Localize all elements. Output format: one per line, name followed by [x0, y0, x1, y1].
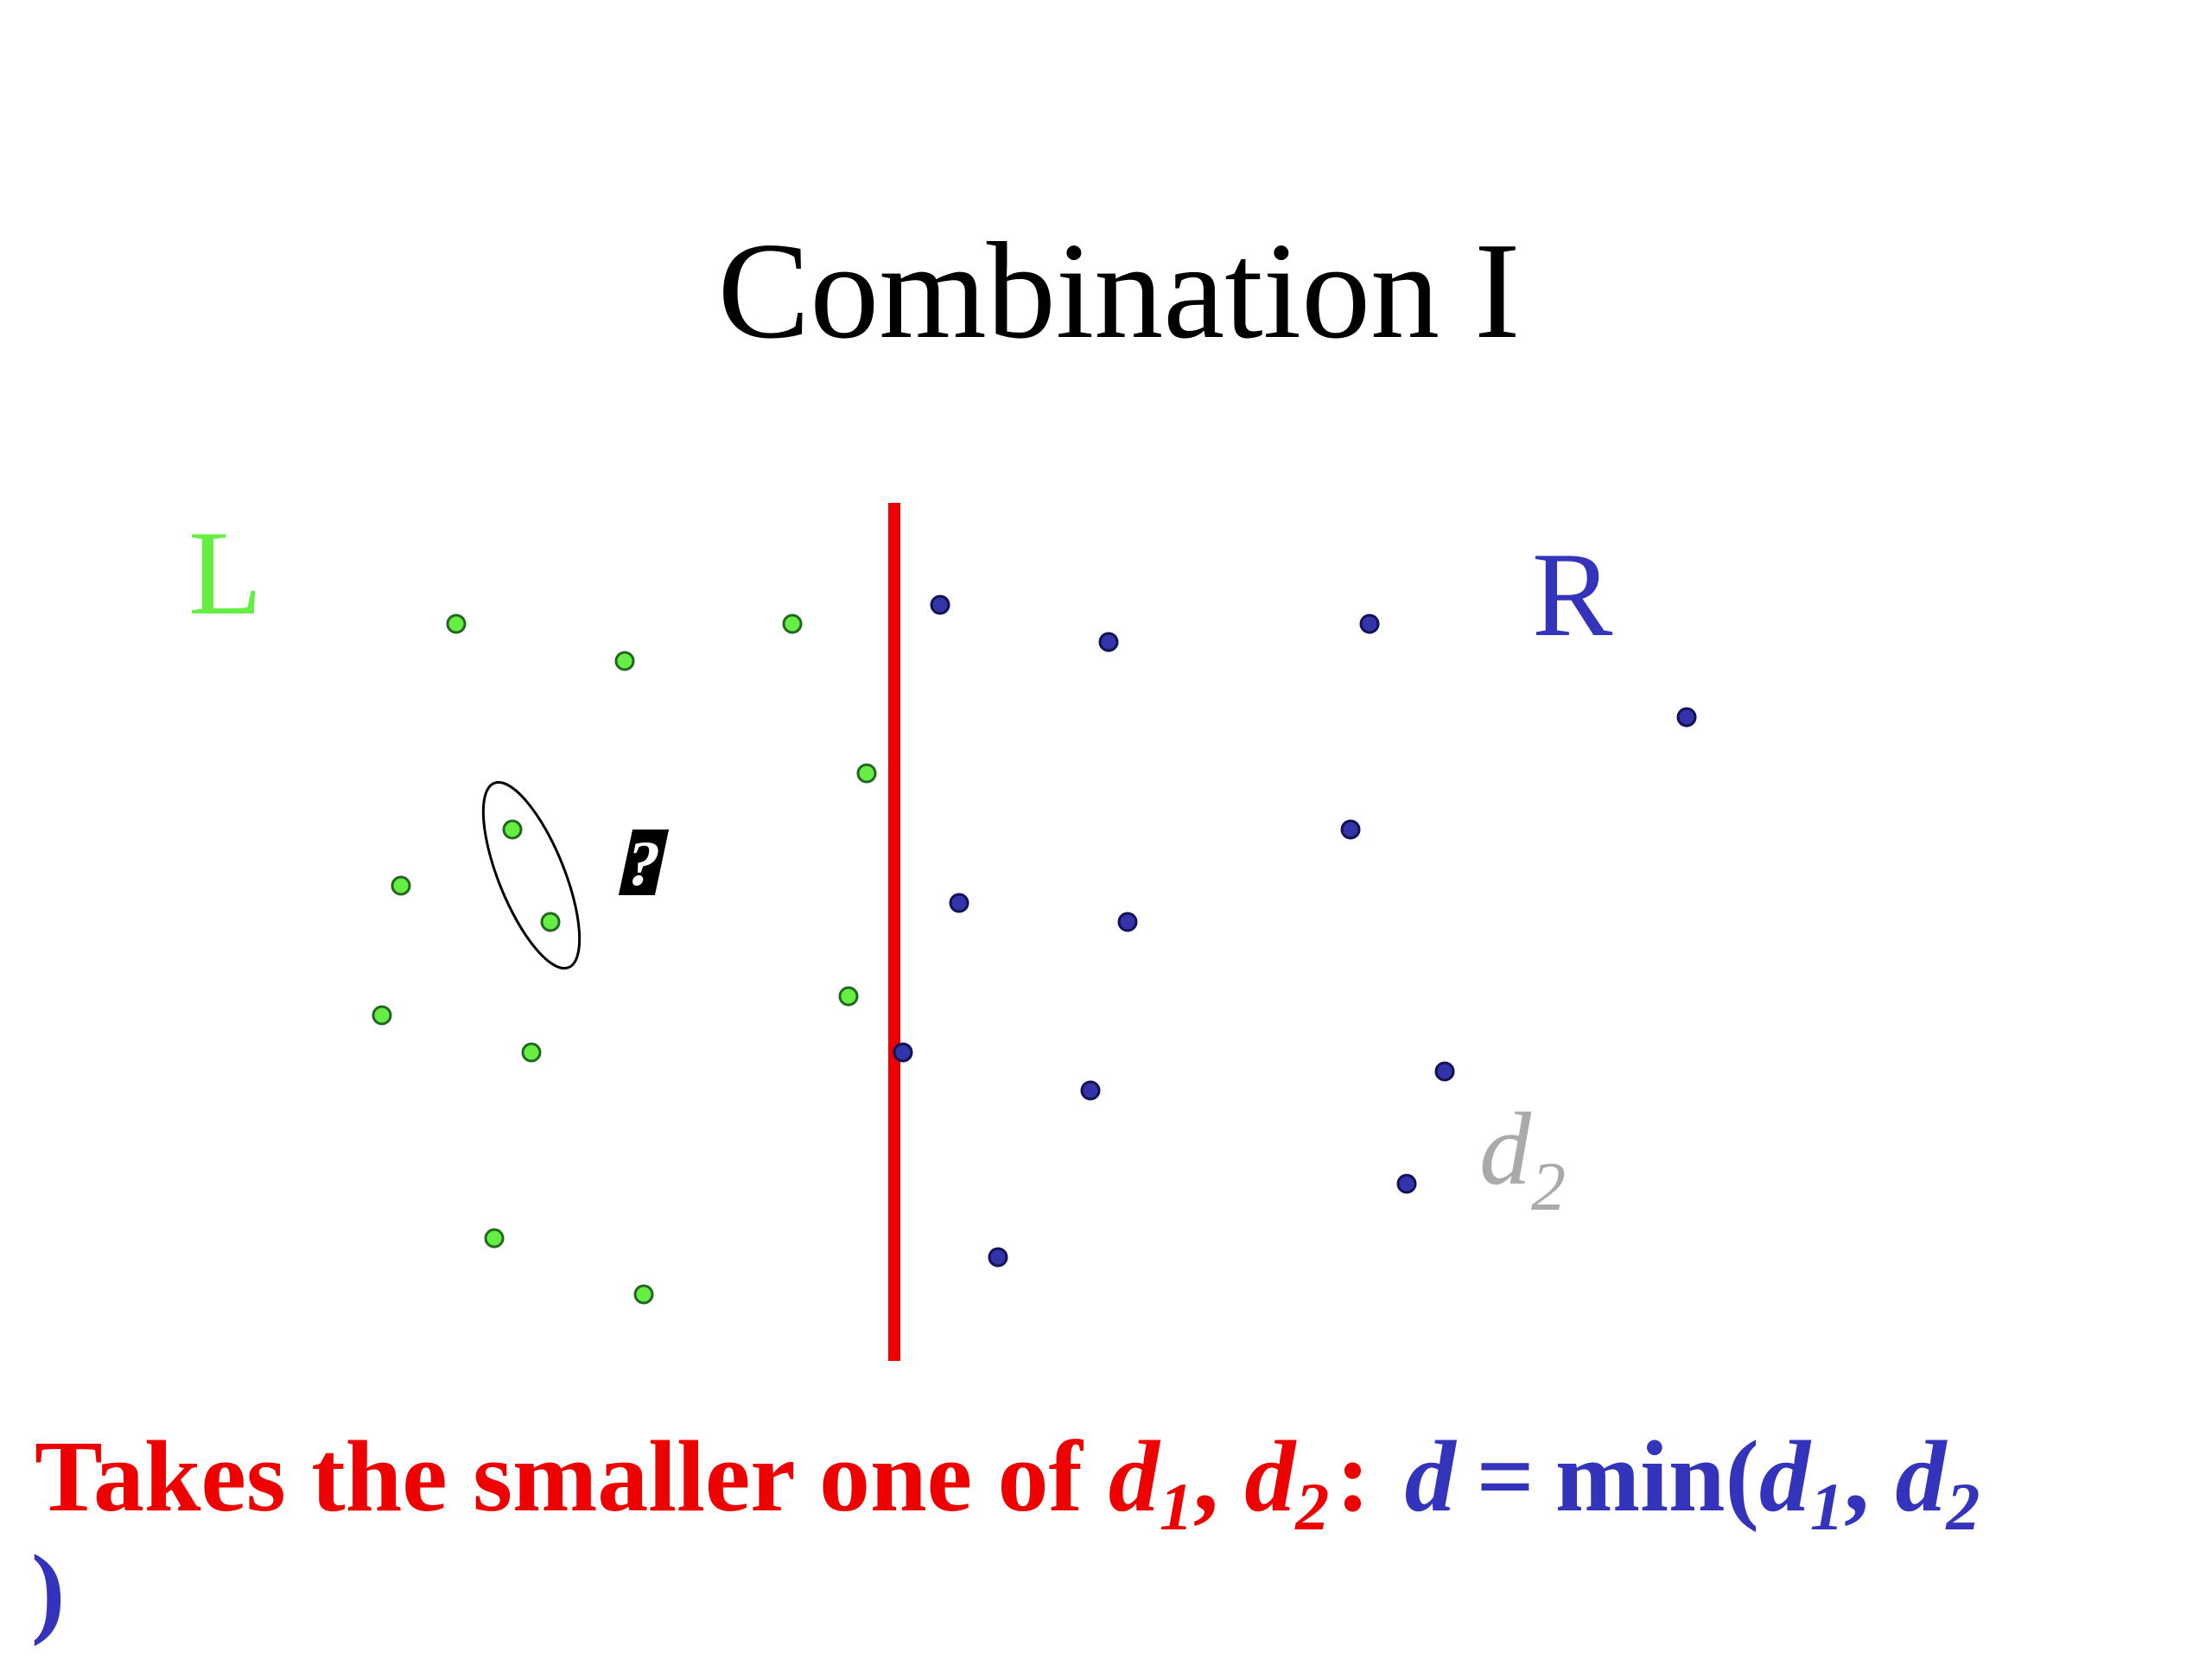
left-point: [540, 912, 561, 932]
left-point: [838, 986, 859, 1007]
left-point: [484, 1228, 505, 1249]
right-point: [1396, 1173, 1417, 1194]
left-point: [372, 1005, 392, 1026]
label-right-region: R: [1532, 528, 1613, 662]
left-point: [856, 763, 877, 784]
left-points: [372, 613, 877, 1305]
left-point: [614, 651, 635, 671]
d2-label: d2: [1479, 1091, 1566, 1225]
right-point: [1340, 819, 1361, 840]
right-points: [893, 594, 1697, 1268]
left-point: [633, 1284, 654, 1305]
right-point: [988, 1247, 1008, 1268]
right-point: [1080, 1080, 1101, 1101]
slide-title: Combination I: [718, 213, 1521, 367]
caption-line-2: ): [31, 1534, 65, 1647]
right-point: [949, 893, 969, 913]
right-point: [1434, 1061, 1455, 1082]
left-point: [521, 1042, 542, 1063]
right-point: [1117, 912, 1138, 932]
right-point: [1098, 632, 1119, 652]
right-point: [1676, 707, 1697, 728]
label-left-region: L: [188, 506, 263, 640]
right-point: [930, 594, 950, 615]
right-point: [1359, 613, 1380, 634]
left-point: [446, 613, 467, 634]
question-mark-icon: ?: [618, 829, 670, 899]
closest-pair-ellipse: [481, 780, 582, 970]
right-point: [893, 1042, 913, 1063]
left-point: [391, 875, 411, 896]
left-point: [502, 819, 523, 840]
left-point: [782, 613, 803, 634]
caption-prefix: Takes the smaller one of: [35, 1420, 1084, 1533]
